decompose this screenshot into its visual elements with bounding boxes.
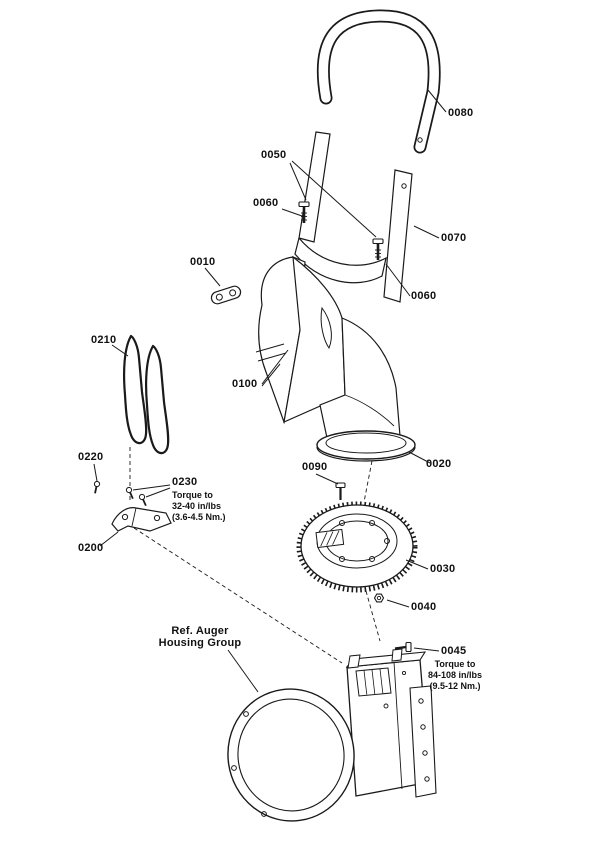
torque-note-0230: Torque to 32-40 in/lbs (3.6-4.5 Nm.)	[172, 490, 226, 523]
part-auger-housing-group	[227, 648, 437, 822]
part-label-0070: 0070	[441, 232, 467, 244]
part-label-0210: 0210	[91, 334, 117, 346]
torque-note-0045: Torque to 84-108 in/lbs (9.5-12 Nm.)	[418, 659, 492, 692]
part-0210-wire-clips	[123, 334, 170, 455]
ref-auger-housing-label: Ref. Auger Housing Group	[150, 625, 250, 649]
part-0060-bolt-b	[371, 237, 385, 262]
part-label-0045: 0045	[441, 645, 467, 657]
torque-note-0230-line1: Torque to	[172, 490, 213, 500]
part-label-0220: 0220	[78, 451, 104, 463]
ref-auger-housing-line2: Housing Group	[158, 637, 242, 649]
part-0040-nut	[373, 593, 385, 603]
part-0045-screw	[394, 641, 412, 653]
torque-note-0230-line2: 32-40 in/lbs	[172, 501, 222, 511]
part-label-0030: 0030	[430, 563, 456, 575]
part-label-0200: 0200	[78, 542, 104, 554]
torque-note-0045-line2: 84-108 in/lbs	[427, 670, 483, 680]
part-0100-chute	[255, 255, 416, 462]
part-label-0060-b: 0060	[411, 290, 437, 302]
part-0070-frame	[294, 131, 413, 303]
part-label-0010: 0010	[190, 256, 216, 268]
part-0020-ring	[316, 430, 416, 462]
part-label-0090: 0090	[302, 461, 328, 473]
part-0220-screw	[91, 480, 101, 495]
part-0200-bracket	[111, 507, 172, 532]
part-label-0080: 0080	[448, 107, 474, 119]
leader-lines	[93, 89, 447, 693]
part-0090-screw	[335, 482, 346, 500]
part-0030-ring-gear	[296, 501, 418, 593]
part-label-0060-a: 0060	[253, 197, 279, 209]
torque-note-0045-line1: Torque to	[434, 659, 476, 669]
ref-auger-housing-line1: Ref. Auger	[171, 625, 229, 637]
part-label-0050: 0050	[261, 149, 287, 161]
part-label-0100: 0100	[232, 378, 258, 390]
part-label-0040: 0040	[411, 601, 437, 613]
part-label-0230: 0230	[172, 476, 198, 488]
part-label-0020: 0020	[426, 458, 452, 470]
part-0010-bracket	[210, 285, 242, 305]
torque-note-0045-line3: (9.5-12 Nm.)	[429, 681, 481, 691]
part-0080-handle	[316, 9, 441, 154]
torque-note-0230-line3: (3.6-4.5 Nm.)	[172, 512, 226, 522]
